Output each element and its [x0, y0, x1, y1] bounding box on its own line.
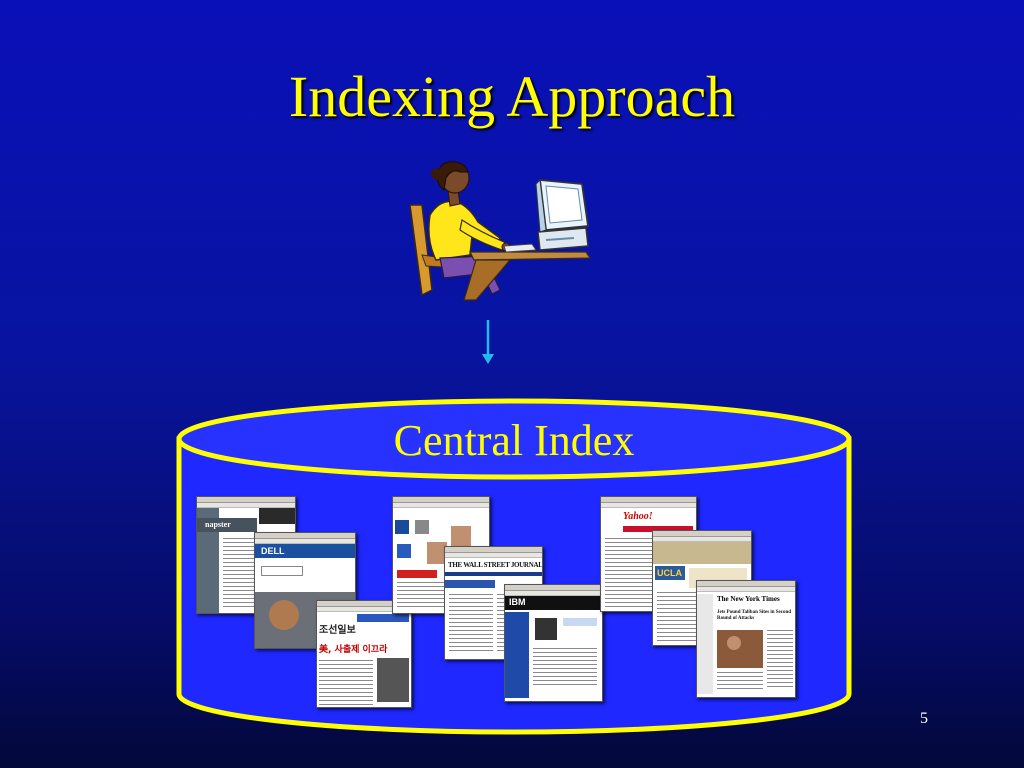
ucla-logo: UCLA [657, 568, 682, 578]
ibm-screenshot: IBM [504, 584, 603, 702]
nyt-screenshot: The New York Times Jets Pound Taliban Si… [696, 580, 796, 698]
database-label: Central Index [393, 416, 635, 465]
ibm-logo: IBM [509, 597, 526, 607]
slide-title: Indexing Approach [288, 64, 736, 129]
person-at-computer-icon [409, 161, 592, 301]
wsj-masthead: THE WALL STREET JOURNAL [448, 561, 543, 569]
nyt-masthead: The New York Times [717, 595, 780, 603]
page-number: 5 [920, 710, 928, 727]
arrow-down-icon [482, 320, 494, 364]
dell-logo: DELL [261, 546, 285, 556]
nyt-headline: Jets Pound Taliban Sites in Second Round… [717, 610, 792, 621]
chosun-masthead: 조선일보 [319, 625, 356, 636]
chosun-screenshot: 조선일보 美, 사출제 이끄라 [316, 600, 412, 708]
yahoo-logo: Yahoo! [623, 511, 653, 522]
napster-logo: napster [205, 520, 231, 529]
chosun-headline: 美, 사출제 이끄라 [319, 645, 388, 655]
